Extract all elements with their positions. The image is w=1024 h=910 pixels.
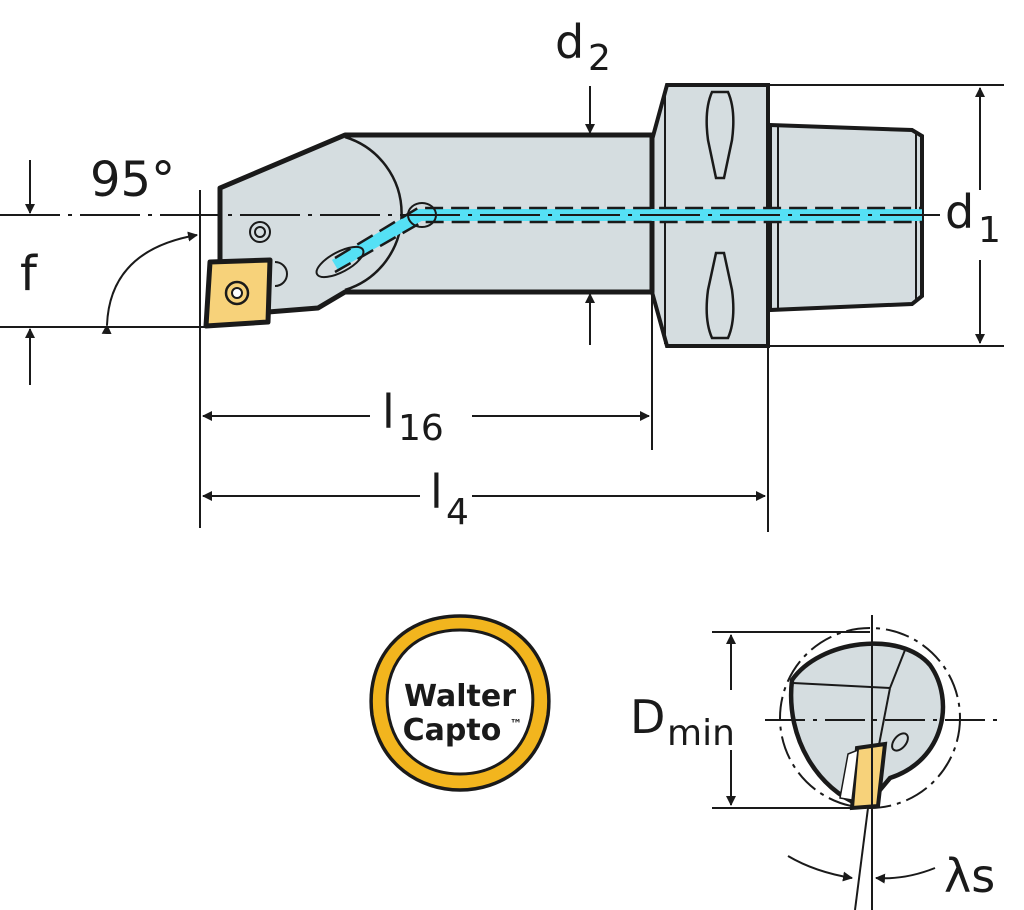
lambda-s-label: λs xyxy=(944,849,995,903)
logo-line2: Capto xyxy=(403,713,502,748)
d1-label: d 1 xyxy=(945,185,1001,251)
svg-text:4: 4 xyxy=(446,492,469,533)
l16-label: l 16 xyxy=(382,385,444,449)
logo-tm: ™ xyxy=(510,717,522,731)
walter-capto-logo: Walter Capto ™ xyxy=(369,614,551,792)
svg-text:2: 2 xyxy=(588,38,611,79)
svg-text:l: l xyxy=(430,465,443,519)
svg-text:d: d xyxy=(945,185,974,239)
dmin-label: D min xyxy=(630,690,735,754)
d2-label: d 2 xyxy=(555,15,611,79)
svg-text:l: l xyxy=(382,385,395,439)
svg-text:min: min xyxy=(667,713,735,754)
tool-end-view xyxy=(712,615,998,910)
clamp-screw-icon xyxy=(249,221,271,243)
tool-side-view xyxy=(203,83,924,348)
key-slot-bottom xyxy=(705,251,735,340)
f-label: f xyxy=(20,246,38,302)
key-slot-top xyxy=(705,90,735,180)
svg-text:1: 1 xyxy=(978,210,1001,251)
logo-line1: Walter xyxy=(404,679,516,714)
bar-shank xyxy=(217,132,655,315)
svg-text:D: D xyxy=(630,690,665,744)
svg-text:d: d xyxy=(555,15,584,69)
angle-label: 95° xyxy=(90,152,175,208)
dimensions xyxy=(0,84,1004,532)
svg-text:16: 16 xyxy=(398,408,444,449)
l4-label: l 4 xyxy=(430,465,469,533)
